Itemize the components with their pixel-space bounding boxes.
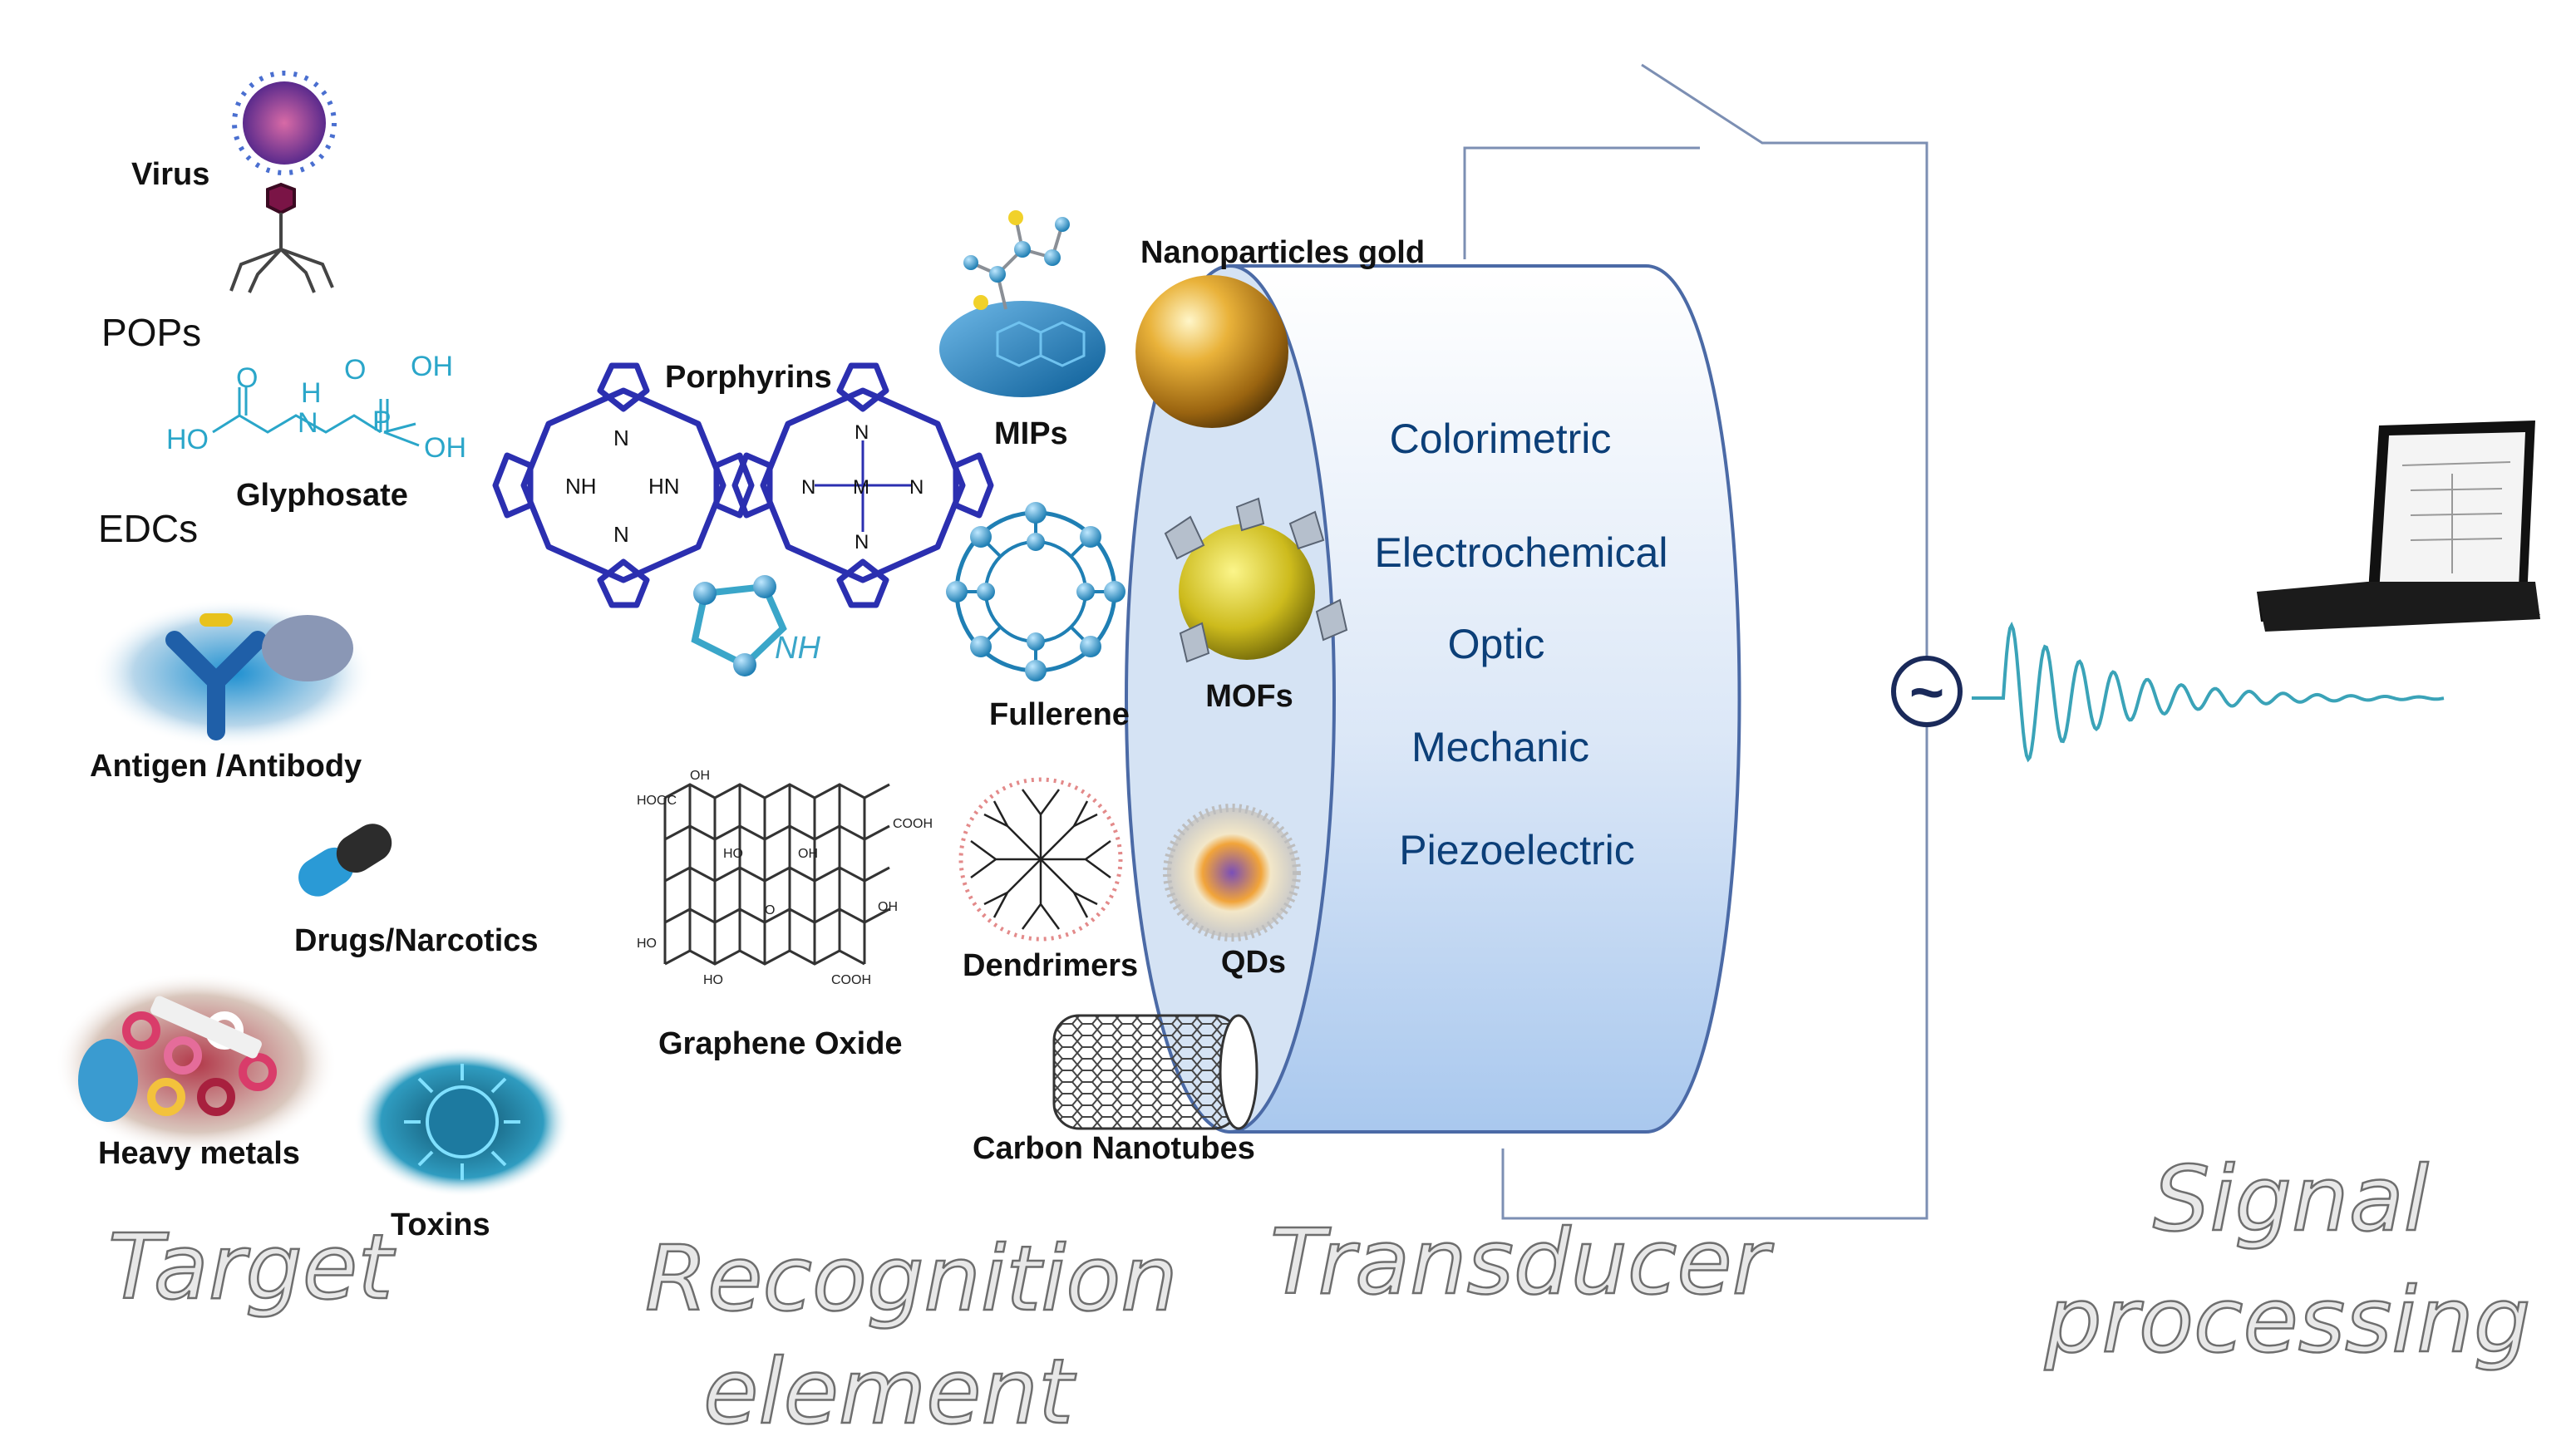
atom-ho: HO: [166, 424, 209, 455]
dendrimer-structure: [958, 777, 1123, 942]
atom-n: N: [909, 476, 924, 499]
imidazole-structure: NH: [691, 575, 820, 676]
dendrimers-label: Dendrimers: [963, 948, 1138, 983]
go-group: O: [765, 903, 775, 917]
go-group: OH: [798, 847, 818, 861]
go-group: COOH: [893, 817, 933, 831]
mofs-label: MOFs: [1205, 679, 1293, 714]
pops-label: POPs: [101, 311, 201, 354]
atom-n: N: [613, 522, 629, 547]
ac-tilde: ~: [1909, 660, 1944, 726]
drugs-narcotics-label: Drugs/Narcotics: [294, 923, 539, 958]
mof-particle: MOFs: [1164, 497, 1348, 714]
method-optic: Optic: [1448, 621, 1545, 667]
go-group: COOH: [831, 973, 871, 987]
graphene-oxide-label: Graphene Oxide: [658, 1026, 903, 1061]
fullerene-structure: Fullerene: [946, 502, 1130, 732]
damped-signal-wave: [1972, 622, 2445, 763]
atom-n: N: [613, 425, 629, 450]
edcs-label: EDCs: [98, 507, 198, 550]
atom-nh: NH: [775, 631, 820, 666]
antibody-image: [91, 598, 374, 748]
atom-o: O: [344, 354, 366, 386]
atom-m: M: [853, 476, 869, 499]
method-electrochemical: Electrochemical: [1375, 529, 1668, 576]
atom-oh: OH: [411, 351, 453, 382]
atom-hn: HN: [648, 474, 680, 499]
stage-title-recognition: Recognition: [645, 1227, 1178, 1331]
ac-source-symbol: ~: [1891, 656, 1963, 727]
atom-n: N: [855, 421, 869, 444]
mips-label: MIPs: [994, 416, 1068, 451]
carbon-nanotubes-label: Carbon Nanotubes: [973, 1131, 1255, 1166]
transducer-methods: Colorimetric Electrochemical Optic Mecha…: [1375, 416, 1668, 873]
mip-structure: MIPs: [939, 210, 1106, 451]
laptop-icon: [2257, 421, 2540, 632]
toxin-virus-image: [354, 1047, 570, 1197]
atom-nh: NH: [565, 474, 597, 499]
method-colorimetric: Colorimetric: [1390, 416, 1612, 462]
go-group: HOOC: [637, 794, 677, 808]
gold-nanoparticle: Nanoparticles gold: [1135, 235, 1425, 428]
go-group: HO: [637, 937, 657, 951]
bacteriophage-icon: [229, 182, 334, 293]
atom-n: N: [298, 407, 318, 439]
go-group: OH: [878, 900, 898, 914]
atom-n: N: [801, 476, 815, 499]
go-group: OH: [690, 769, 710, 783]
glyphosate-structure: O O OH OH HO H N P: [166, 351, 466, 464]
atom-o: O: [236, 362, 258, 394]
pill-capsule-icon: [298, 824, 392, 897]
graphene-oxide-structure: OH HOOC COOH HO OH O OH HO HO COOH: [637, 769, 933, 987]
quantum-dot: QDs: [1163, 804, 1301, 980]
stage-title-target: Target: [108, 1216, 396, 1320]
method-mechanic: Mechanic: [1411, 724, 1589, 770]
heavy-metals-label: Heavy metals: [98, 1136, 300, 1171]
go-group: HO: [703, 973, 723, 987]
stage-title-transducer: Transducer: [1270, 1211, 1774, 1315]
atom-p: P: [372, 406, 392, 437]
fullerene-label: Fullerene: [989, 697, 1130, 732]
carbon-nanotube: [1052, 1014, 1258, 1130]
stage-title-processing: processing: [2044, 1269, 2530, 1373]
porphyrins-label: Porphyrins: [665, 360, 832, 395]
porphyrin-freebase: N N NH HN: [492, 362, 755, 608]
virus-icon: [232, 71, 337, 175]
glyphosate-label: Glyphosate: [236, 478, 408, 513]
stage-title-signal: Signal: [2153, 1148, 2429, 1252]
qds-label: QDs: [1221, 945, 1286, 980]
virus-label: Virus: [131, 157, 209, 192]
gold-label: Nanoparticles gold: [1140, 235, 1425, 270]
stage-title-element: element: [703, 1340, 1076, 1444]
go-group: HO: [723, 847, 743, 861]
porphyrin-metal: N N N N M: [731, 362, 994, 608]
atom-oh: OH: [424, 432, 466, 464]
antigen-antibody-label: Antigen /Antibody: [90, 749, 362, 784]
method-piezoelectric: Piezoelectric: [1399, 827, 1634, 873]
heavy-metals-image: [55, 972, 337, 1155]
atom-n: N: [855, 531, 869, 553]
atom-h: H: [301, 377, 322, 409]
toxins-label: Toxins: [391, 1208, 490, 1242]
